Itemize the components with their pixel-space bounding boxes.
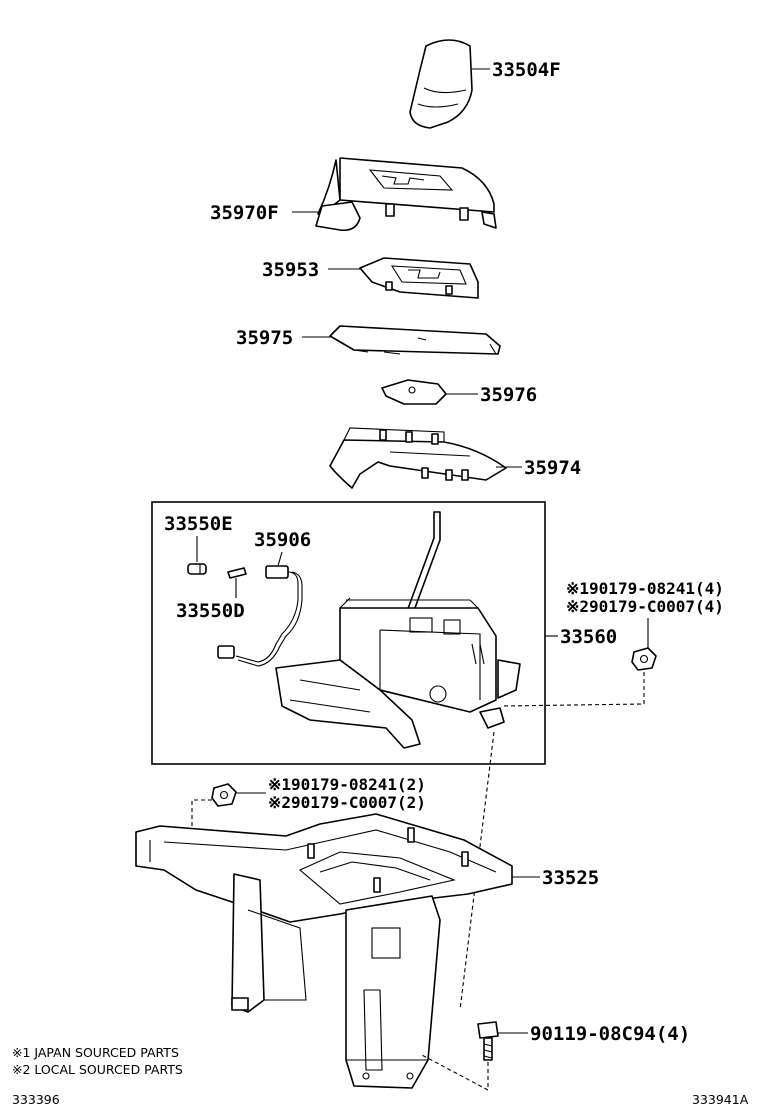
nut-right-dash xyxy=(501,672,645,707)
label-bracket: 33525 xyxy=(542,867,599,889)
label-lever: 33560 xyxy=(560,626,617,648)
nut-left-line1: ※190179-08241(2) xyxy=(268,775,426,794)
lever-assembly xyxy=(275,511,521,749)
slide-cover xyxy=(329,325,501,355)
code-right: 333941A xyxy=(692,1092,749,1107)
nut-left-line2: ※290179-C0007(2) xyxy=(268,793,426,812)
plug xyxy=(187,563,207,575)
indicator-plate xyxy=(359,257,479,299)
nut-right xyxy=(631,647,657,671)
housing-cover xyxy=(329,427,507,489)
switch-leader xyxy=(277,551,283,567)
nut-right-line1: ※190179-08241(4) xyxy=(566,579,724,598)
label-plug: 33550E xyxy=(164,513,233,535)
lever-assy-frame xyxy=(151,501,546,765)
label-bolt: 90119-08C94(4) xyxy=(530,1023,690,1045)
small-cover xyxy=(381,379,447,405)
shift-knob xyxy=(409,39,473,129)
footnote-japan: ※1 JAPAN SOURCED PARTS xyxy=(12,1045,179,1060)
nut-left xyxy=(211,783,237,807)
nut-right-line2: ※290179-C0007(4) xyxy=(566,597,724,616)
bolt xyxy=(477,1021,499,1061)
shift-indicator xyxy=(315,157,497,232)
bolt-dash xyxy=(419,1053,489,1091)
label-slide: 35975 xyxy=(236,327,293,349)
pin xyxy=(227,567,247,579)
footnote-local: ※2 LOCAL SOURCED PARTS xyxy=(12,1062,183,1077)
label-switch: 35906 xyxy=(254,529,311,551)
label-indicator: 35970F xyxy=(210,202,279,224)
bracket xyxy=(135,813,513,1089)
code-left: 333396 xyxy=(12,1092,60,1107)
switch xyxy=(217,565,303,667)
label-small-cover: 35976 xyxy=(480,384,537,406)
label-pin: 33550D xyxy=(176,600,245,622)
label-housing: 35974 xyxy=(524,457,581,479)
label-plate: 35953 xyxy=(262,259,319,281)
label-knob: 33504F xyxy=(492,59,561,81)
